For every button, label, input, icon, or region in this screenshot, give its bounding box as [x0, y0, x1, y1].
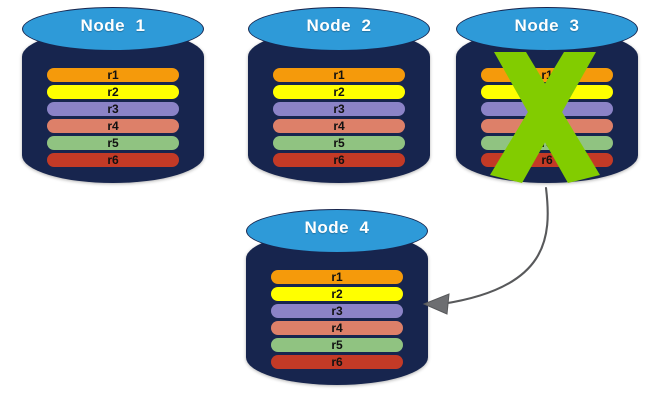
row-r4[interactable]: r4 [271, 321, 403, 335]
row-label: r2 [331, 287, 343, 301]
node-4[interactable]: Node 4 r1 r2 r3 r4 r5 r6 [246, 209, 428, 385]
row-label: r3 [541, 102, 553, 116]
row-r1[interactable]: r1 [273, 68, 405, 82]
row-r5[interactable]: r5 [273, 136, 405, 150]
row-label: r6 [107, 153, 119, 167]
row-r5[interactable]: r5 [481, 136, 613, 150]
row-label: r3 [331, 304, 343, 318]
node-2[interactable]: Node 2 r1 r2 r3 r4 r5 r6 [248, 7, 430, 183]
row-r4[interactable]: r4 [273, 119, 405, 133]
row-stack: r1 r2 r3 r4 r5 r6 [47, 68, 179, 167]
row-label: r4 [107, 119, 119, 133]
row-label: r2 [541, 85, 553, 99]
row-r4[interactable]: r4 [481, 119, 613, 133]
row-label: r6 [333, 153, 345, 167]
row-r3[interactable]: r3 [271, 304, 403, 318]
row-label: r4 [541, 119, 553, 133]
node-3[interactable]: Node 3 r1 r2 r3 r4 r5 r6 [456, 7, 638, 183]
row-label: r1 [541, 68, 553, 82]
row-label: r2 [333, 85, 345, 99]
node-1[interactable]: Node 1 r1 r2 r3 r4 r5 r6 [22, 7, 204, 183]
row-stack: r1 r2 r3 r4 r5 r6 [481, 68, 613, 167]
row-r3[interactable]: r3 [47, 102, 179, 116]
node-3-label: Node 3 [514, 16, 580, 35]
row-r5[interactable]: r5 [47, 136, 179, 150]
row-label: r5 [107, 136, 119, 150]
row-r6[interactable]: r6 [47, 153, 179, 167]
row-label: r3 [333, 102, 345, 116]
row-label: r5 [331, 338, 343, 352]
cylinder-top-ellipse [22, 7, 204, 51]
row-r4[interactable]: r4 [47, 119, 179, 133]
row-label: r1 [333, 68, 345, 82]
row-r6[interactable]: r6 [271, 355, 403, 369]
row-stack: r1 r2 r3 r4 r5 r6 [271, 270, 403, 369]
cylinder-top-ellipse [248, 7, 430, 51]
row-stack: r1 r2 r3 r4 r5 r6 [273, 68, 405, 167]
row-r2[interactable]: r2 [271, 287, 403, 301]
row-r1[interactable]: r1 [481, 68, 613, 82]
node-4-label: Node 4 [304, 218, 370, 237]
row-r2[interactable]: r2 [481, 85, 613, 99]
row-label: r1 [331, 270, 343, 284]
row-r3[interactable]: r3 [481, 102, 613, 116]
row-r6[interactable]: r6 [481, 153, 613, 167]
row-label: r1 [107, 68, 119, 82]
row-label: r5 [541, 136, 553, 150]
node-1-label: Node 1 [80, 16, 146, 35]
row-label: r5 [333, 136, 345, 150]
cylinder-top-ellipse [456, 7, 638, 51]
row-r3[interactable]: r3 [273, 102, 405, 116]
row-label: r4 [333, 119, 345, 133]
migration-arrow [422, 186, 549, 315]
row-label: r6 [541, 153, 553, 167]
row-r1[interactable]: r1 [47, 68, 179, 82]
row-r2[interactable]: r2 [273, 85, 405, 99]
row-label: r2 [107, 85, 119, 99]
row-label: r4 [331, 321, 343, 335]
row-label: r3 [107, 102, 119, 116]
cylinder-top-ellipse [246, 209, 428, 253]
row-r5[interactable]: r5 [271, 338, 403, 352]
node-2-label: Node 2 [306, 16, 372, 35]
row-r1[interactable]: r1 [271, 270, 403, 284]
row-label: r6 [331, 355, 343, 369]
row-r6[interactable]: r6 [273, 153, 405, 167]
row-r2[interactable]: r2 [47, 85, 179, 99]
